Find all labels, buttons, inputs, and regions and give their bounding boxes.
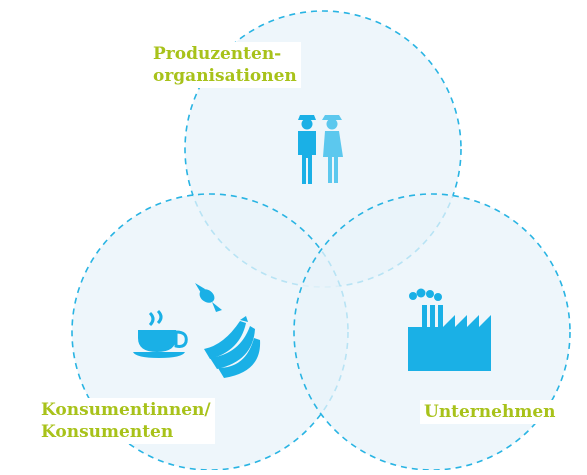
people-icon xyxy=(298,115,343,184)
label-consumers-line-2: Konsumenten xyxy=(41,422,174,442)
label-companies-line-1: Unternehmen xyxy=(424,402,556,422)
label-consumers-line-1: Konsumentinnen/ xyxy=(41,400,211,420)
label-companies: Unternehmen xyxy=(420,400,560,424)
label-producers: Produzenten- organisationen xyxy=(149,42,301,88)
factory-icon xyxy=(408,288,491,371)
label-producers-line-2: organisationen xyxy=(153,66,297,86)
label-producers-line-1: Produzenten- xyxy=(153,44,282,64)
label-consumers: Konsumentinnen/ Konsumenten xyxy=(37,398,215,444)
food-icon xyxy=(133,283,261,378)
